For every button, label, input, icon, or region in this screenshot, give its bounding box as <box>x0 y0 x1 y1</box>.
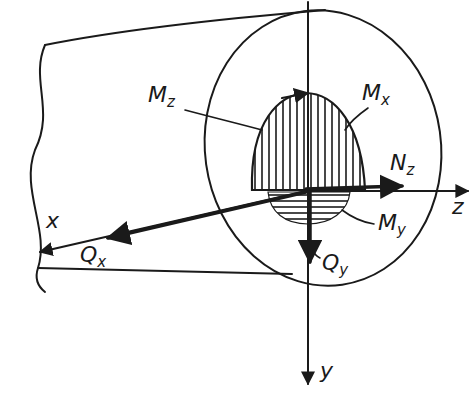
force-label: Mx <box>362 82 390 104</box>
label-wrap: Nz <box>390 152 414 174</box>
moment-arrow <box>282 93 308 98</box>
label-wrap: My <box>378 212 406 234</box>
cross-section <box>187 0 459 301</box>
label-wrap: y <box>320 360 333 382</box>
force-arrow <box>308 192 312 262</box>
force-label: Qy <box>322 252 348 274</box>
label-wrap: x <box>46 210 59 232</box>
force-arrow <box>108 192 306 238</box>
beam-edge <box>38 268 292 274</box>
break-line <box>31 45 45 292</box>
label-wrap: Mz <box>148 84 175 106</box>
label-wrap: Mx <box>362 82 390 104</box>
leader-line <box>185 110 262 130</box>
label-wrap: Qy <box>322 252 348 274</box>
axis-label: y <box>320 360 333 382</box>
force-label: Mz <box>148 84 175 106</box>
leader-line <box>345 108 368 130</box>
force-label: My <box>378 212 406 234</box>
beam-edge <box>45 10 325 45</box>
leader-line <box>342 210 374 224</box>
leader-line <box>313 250 320 258</box>
force-arrow <box>306 186 402 189</box>
x-axis <box>40 191 306 252</box>
z-axis <box>306 190 468 192</box>
force-label: Nz <box>390 152 414 174</box>
label-wrap: Qx <box>80 244 106 266</box>
axis-label: z <box>452 196 464 218</box>
axis-label: x <box>46 210 59 232</box>
force-label: Qx <box>80 244 106 266</box>
label-wrap: z <box>452 196 464 218</box>
